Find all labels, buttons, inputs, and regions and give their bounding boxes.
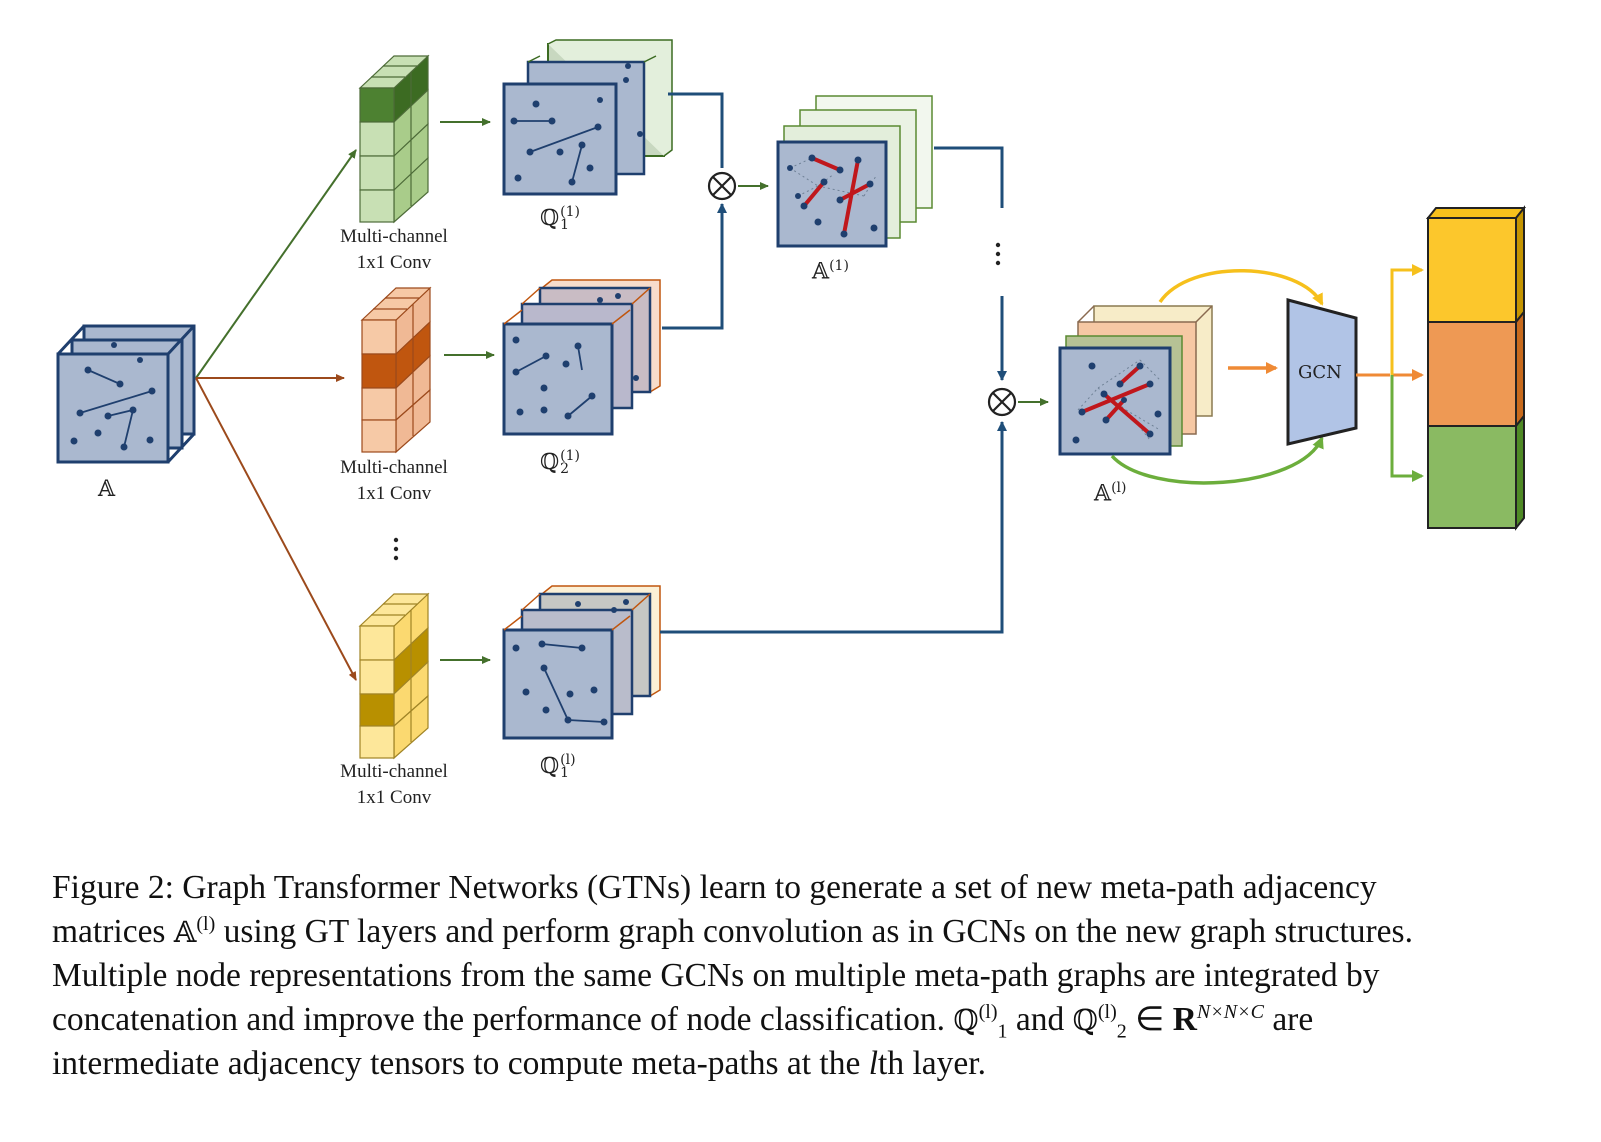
ellipsis-right	[995, 242, 1001, 266]
q2-layer1-sub: 2	[560, 461, 570, 477]
caption-line-3: Multiple node representations from the s…	[52, 957, 1380, 994]
q1-layer-l-sub: 1	[560, 765, 570, 781]
q1-layer-l-label: ℚ(l)1	[540, 752, 576, 781]
conv-filter-yellow	[358, 592, 430, 760]
multiply-operator-1	[707, 171, 737, 201]
caption-in: ∈	[1126, 1001, 1173, 1038]
ellipsis-left	[393, 537, 399, 561]
caption-and: and	[1007, 1001, 1073, 1038]
caption-q1-sub: 1	[997, 1020, 1008, 1043]
caption-R-sup: N×N×C	[1196, 1000, 1264, 1023]
conv-label-line2: 1x1 Conv	[356, 483, 432, 504]
caption-q2: ℚ	[1072, 1003, 1098, 1037]
conv-to-q-arrows	[440, 118, 495, 664]
conv-filter-orange	[360, 286, 432, 454]
multiply-operator-2	[987, 387, 1017, 417]
a1-sup: (1)	[829, 258, 849, 274]
output-arrows	[1356, 264, 1424, 482]
gcn-label: GCN	[1298, 362, 1342, 383]
output-concatenated-representation	[1425, 205, 1527, 531]
q1-layer1-base: ℚ	[540, 206, 560, 231]
a1-base: 𝔸	[812, 259, 830, 285]
conv-label-line1: Multi-channel	[340, 761, 448, 782]
caption-line-5-b: th layer.	[878, 1045, 986, 1082]
caption-line-5-a: intermediate adjacency tensors to comput…	[52, 1045, 869, 1082]
caption-line-4-b: are	[1263, 1001, 1314, 1038]
branch-arrows	[195, 149, 357, 681]
caption-q2-sub: 2	[1116, 1020, 1127, 1043]
conv-label-line1: Multi-channel	[340, 457, 448, 478]
caption-q1: ℚ	[953, 1003, 979, 1037]
figure-caption: Figure 2: Graph Transformer Networks (GT…	[52, 866, 1542, 1086]
input-tensor-label: 𝔸	[98, 477, 116, 502]
q2-layer1-base: ℚ	[540, 450, 560, 475]
q1-layer-l-sup: (l)	[560, 752, 576, 768]
caption-R: R	[1172, 1001, 1197, 1038]
conv-label-line2: 1x1 Conv	[356, 787, 432, 808]
caption-line-2-math: 𝔸	[173, 915, 197, 949]
conv-filter-green	[358, 54, 430, 224]
q1-layer-l-base: ℚ	[540, 754, 560, 779]
caption-line-2-sup: (l)	[196, 912, 216, 935]
a1-tensor	[776, 95, 933, 248]
caption-line-2: matrices 𝔸(l) using GT layers and perfor…	[52, 910, 1542, 954]
al-sup: (l)	[1111, 480, 1127, 496]
caption-l: l	[868, 1045, 879, 1082]
conv-label-line1: Multi-channel	[340, 226, 448, 247]
conv-label-line2: 1x1 Conv	[356, 252, 432, 273]
caption-q2-sup: (l)	[1097, 1000, 1117, 1023]
conv-label-yellow: Multi-channel 1x1 Conv	[314, 759, 474, 811]
caption-line-5: intermediate adjacency tensors to comput…	[52, 1042, 1542, 1086]
caption-line-4-a: concatenation and improve the performanc…	[52, 1001, 954, 1038]
caption-line-2-a: matrices	[52, 913, 174, 950]
caption-line-2-b: using GT layers and perform graph convol…	[215, 913, 1413, 950]
q2-layer1-label: ℚ(1)2	[540, 448, 581, 477]
flow-lines	[660, 92, 1007, 634]
q2-layer1-sup: (1)	[560, 448, 581, 464]
q1-tensor-layer-l	[502, 585, 661, 740]
q1-layer1-label: ℚ(1)1	[540, 204, 581, 233]
q1-layer1-sup: (1)	[560, 204, 581, 220]
q1-layer1-sub: 1	[560, 217, 570, 233]
green-arc-arrow	[1110, 436, 1324, 485]
conv-label-green: Multi-channel 1x1 Conv	[314, 224, 474, 276]
al-tensor	[1058, 305, 1213, 456]
conv-label-orange: Multi-channel 1x1 Conv	[314, 455, 474, 507]
a1-label: 𝔸(1)	[812, 258, 849, 284]
input-adjacency-tensor	[56, 324, 196, 464]
caption-line-1: Figure 2: Graph Transformer Networks (GT…	[52, 869, 1377, 906]
al-label: 𝔸(l)	[1094, 480, 1126, 506]
yellow-arc-arrow	[1158, 268, 1324, 306]
caption-q1-sup: (l)	[978, 1000, 998, 1023]
caption-line-4: concatenation and improve the performanc…	[52, 998, 1542, 1042]
gcn-block	[1286, 298, 1358, 446]
q1-tensor-layer1	[502, 39, 673, 196]
q2-tensor-layer1	[502, 279, 661, 436]
al-base: 𝔸	[1094, 481, 1112, 507]
